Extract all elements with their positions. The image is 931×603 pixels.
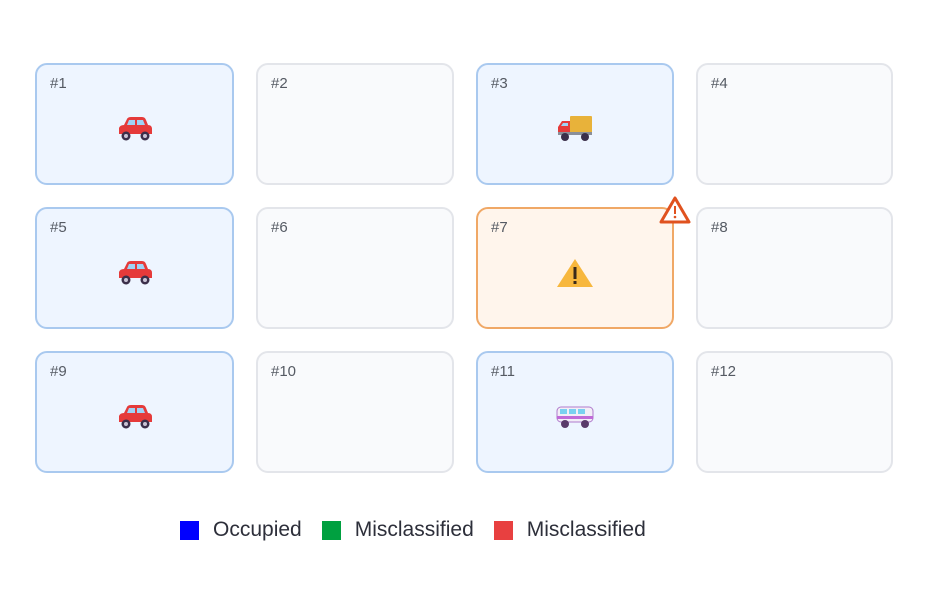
slot-number: #10 xyxy=(271,363,297,380)
legend-label: Misclassified xyxy=(526,518,646,541)
legend-swatch xyxy=(321,520,341,540)
slot-number: #12 xyxy=(711,363,737,380)
legend-item-3: Misclassified xyxy=(493,518,646,542)
slot-number: #2 xyxy=(271,75,288,92)
parking-slot-11[interactable]: #11 xyxy=(476,351,674,473)
slot-number: #9 xyxy=(50,363,67,380)
slot-number: #5 xyxy=(50,219,67,236)
legend-swatch xyxy=(493,520,513,540)
parking-slot-3[interactable]: #3 xyxy=(476,63,674,185)
parking-slot-2[interactable]: #2 xyxy=(256,63,454,185)
parking-slot-5[interactable]: #5 xyxy=(35,207,234,329)
car-icon xyxy=(115,114,155,144)
legend-label: Occupied xyxy=(213,518,302,541)
slot-number: #4 xyxy=(711,75,728,92)
parking-slot-10[interactable]: #10 xyxy=(256,351,454,473)
legend-label: Misclassified xyxy=(354,518,474,541)
slot-number: #8 xyxy=(711,219,728,236)
parking-slot-12[interactable]: #12 xyxy=(696,351,893,473)
legend: Occupied Misclassified Misclassified xyxy=(180,518,666,542)
car-icon xyxy=(115,402,155,432)
slot-number: #6 xyxy=(271,219,288,236)
alert-badge-icon xyxy=(658,195,692,225)
minibus-icon xyxy=(555,402,595,432)
parking-slot-1[interactable]: #1 xyxy=(35,63,234,185)
parking-slot-7[interactable]: #7 xyxy=(476,196,691,329)
parking-grid: #1 #2 #3 #4 #5 #6 #7 #8 #9 #10 #11 #12 xyxy=(35,63,893,473)
parking-slot-4[interactable]: #4 xyxy=(696,63,893,185)
warning-icon xyxy=(555,258,595,288)
legend-item-1: Occupied xyxy=(180,518,302,542)
truck-icon xyxy=(555,114,595,144)
parking-slot-8[interactable]: #8 xyxy=(696,207,893,329)
slot-number: #11 xyxy=(491,363,515,380)
parking-slot-6[interactable]: #6 xyxy=(256,207,454,329)
slot-number: #1 xyxy=(50,75,67,92)
slot-number: #3 xyxy=(491,75,508,92)
slot-number: #7 xyxy=(491,219,508,236)
parking-slot-9[interactable]: #9 xyxy=(35,351,234,473)
legend-item-2: Misclassified xyxy=(321,518,474,542)
legend-swatch xyxy=(180,520,199,540)
car-icon xyxy=(115,258,155,288)
